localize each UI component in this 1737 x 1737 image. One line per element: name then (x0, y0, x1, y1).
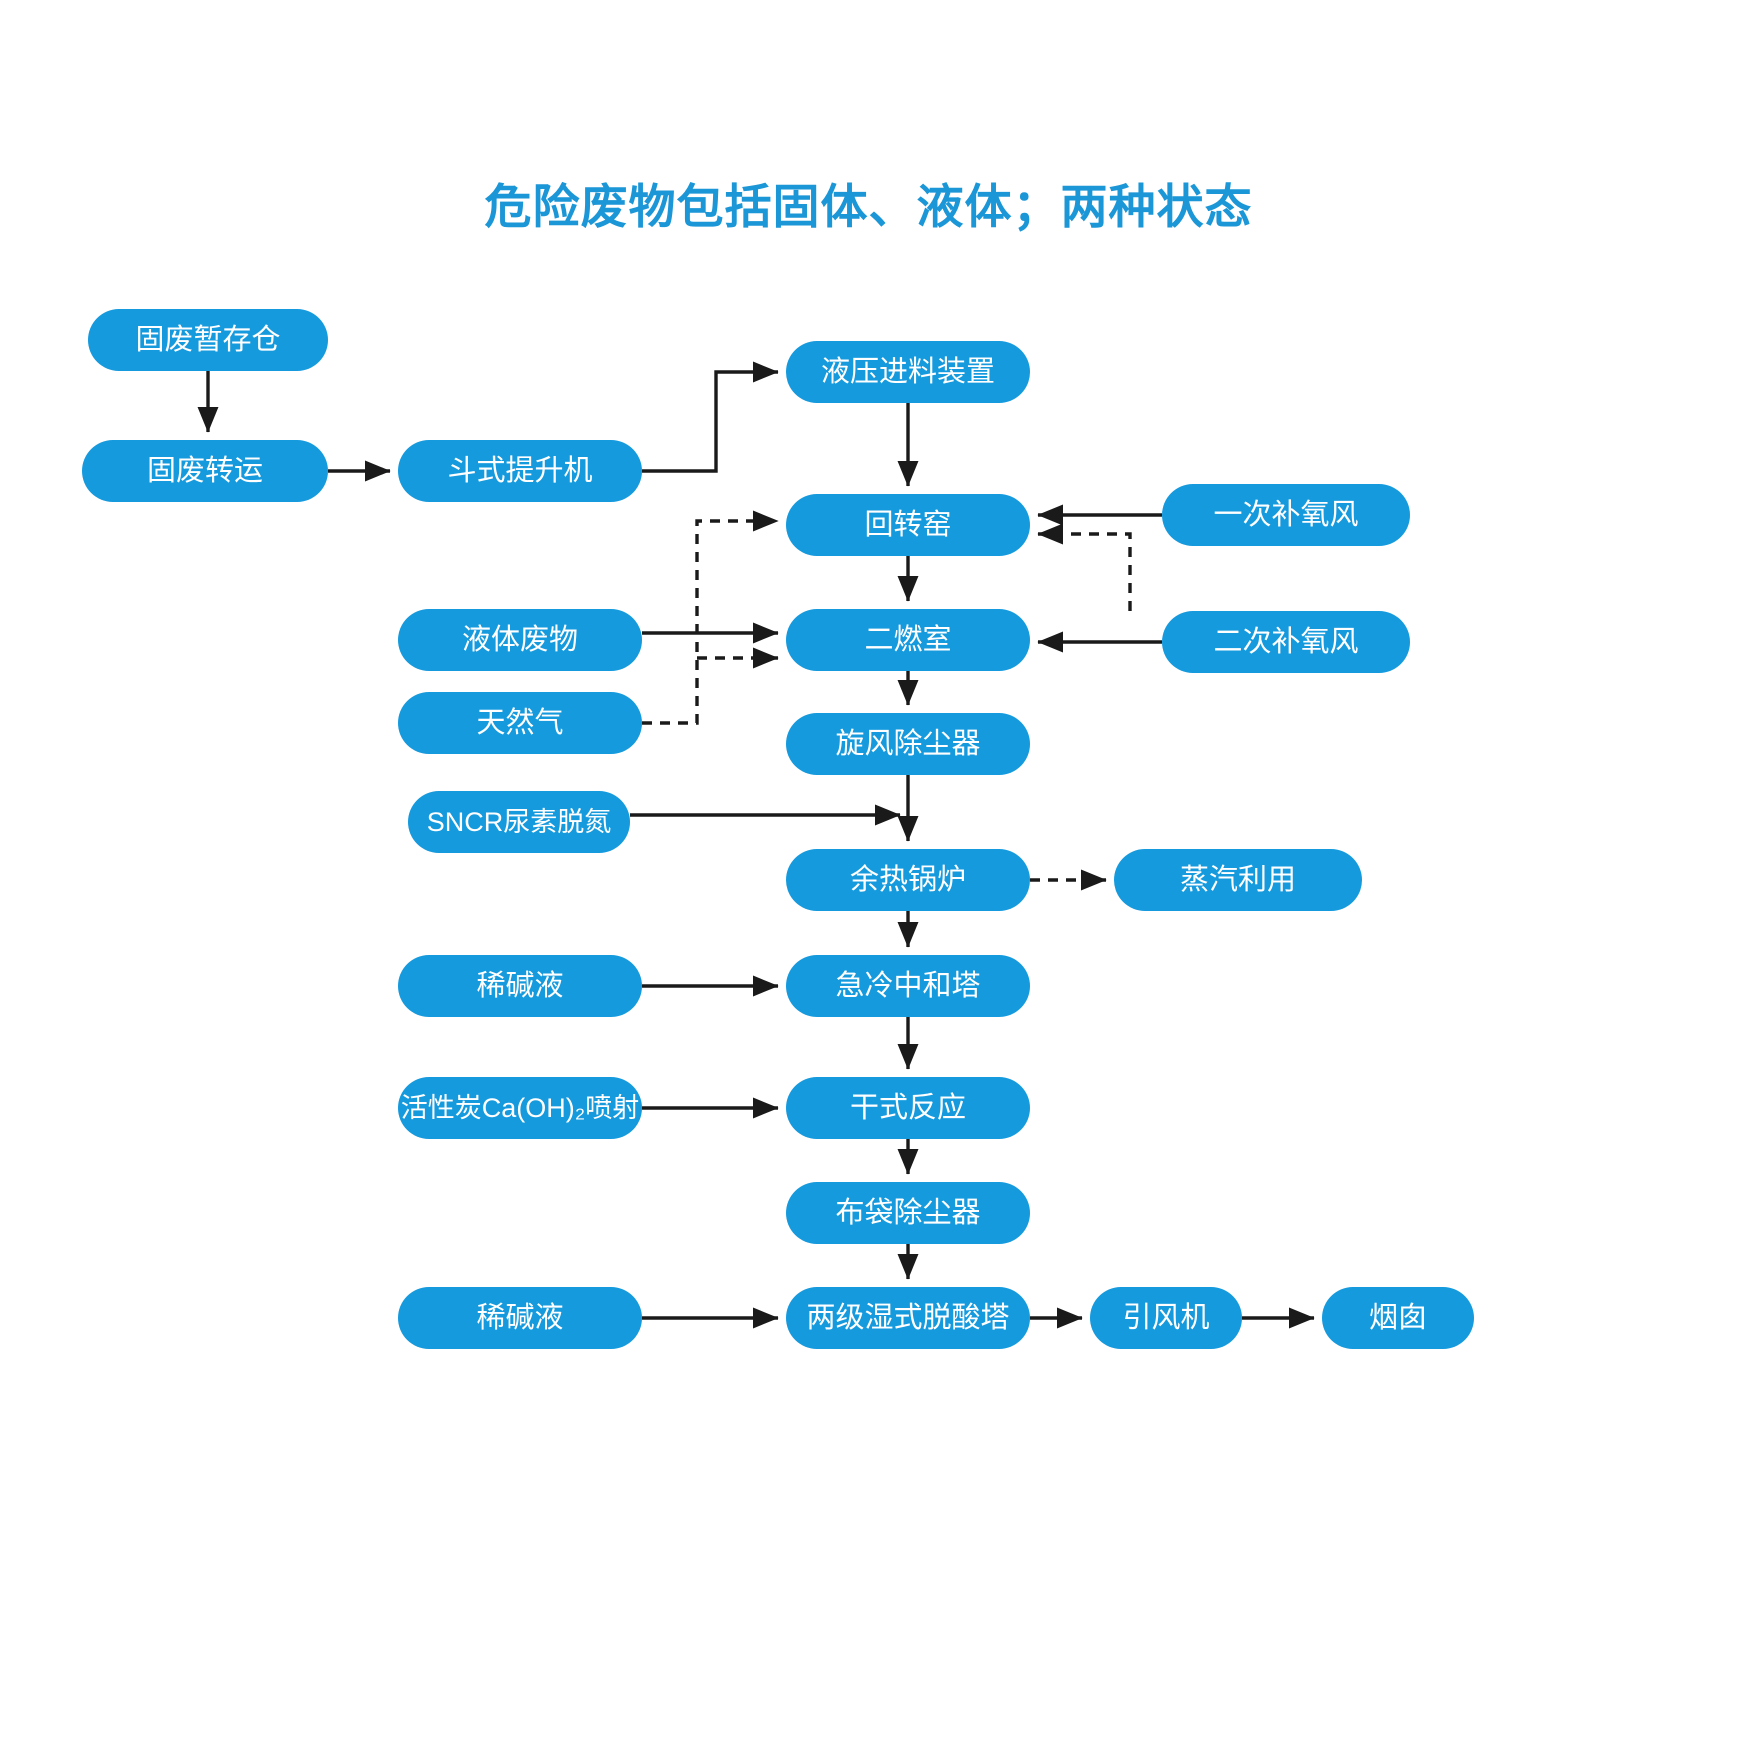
node-rotary-kiln[interactable]: 回转窑 (786, 494, 1030, 556)
node-sncr-urea-denitrification[interactable]: SNCR尿素脱氮 (408, 791, 630, 853)
node-cyclone-dust-collector[interactable]: 旋风除尘器 (786, 713, 1030, 775)
node-induced-draft-fan[interactable]: 引风机 (1090, 1287, 1242, 1349)
node-liquid-waste[interactable]: 液体废物 (398, 609, 642, 671)
node-bucket-elevator[interactable]: 斗式提升机 (398, 440, 642, 502)
node-bag-filter[interactable]: 布袋除尘器 (786, 1182, 1030, 1244)
node-hydraulic-feed[interactable]: 液压进料装置 (786, 341, 1030, 403)
node-secondary-oxygen-air[interactable]: 二次补氧风 (1162, 611, 1410, 673)
node-dry-reaction[interactable]: 干式反应 (786, 1077, 1030, 1139)
edge-secondaryair-branch-to-kiln (1037, 523, 1132, 611)
node-steam-utilization[interactable]: 蒸汽利用 (1114, 849, 1362, 911)
edge-gas-to-kiln (642, 510, 779, 725)
node-primary-oxygen-air[interactable]: 一次补氧风 (1162, 484, 1410, 546)
edge-elevator-to-hydraulic (642, 361, 779, 473)
node-waste-heat-boiler[interactable]: 余热锅炉 (786, 849, 1030, 911)
page-title: 危险废物包括固体、液体；两种状态 (484, 180, 1253, 233)
node-dilute-alkali-2[interactable]: 稀碱液 (398, 1287, 642, 1349)
node-stack[interactable]: 烟囱 (1322, 1287, 1474, 1349)
node-dilute-alkali-1[interactable]: 稀碱液 (398, 955, 642, 1017)
node-second-combustion-chamber[interactable]: 二燃室 (786, 609, 1030, 671)
node-solid-storage[interactable]: 固废暂存仓 (88, 309, 328, 371)
node-activated-carbon-injection[interactable]: 活性炭Ca(OH)₂喷射 (398, 1077, 642, 1139)
node-two-stage-wet-deacidification-tower[interactable]: 两级湿式脱酸塔 (786, 1287, 1030, 1349)
node-quench-neutralization-tower[interactable]: 急冷中和塔 (786, 955, 1030, 1017)
node-natural-gas[interactable]: 天然气 (398, 692, 642, 754)
node-solid-transfer[interactable]: 固废转运 (82, 440, 328, 502)
